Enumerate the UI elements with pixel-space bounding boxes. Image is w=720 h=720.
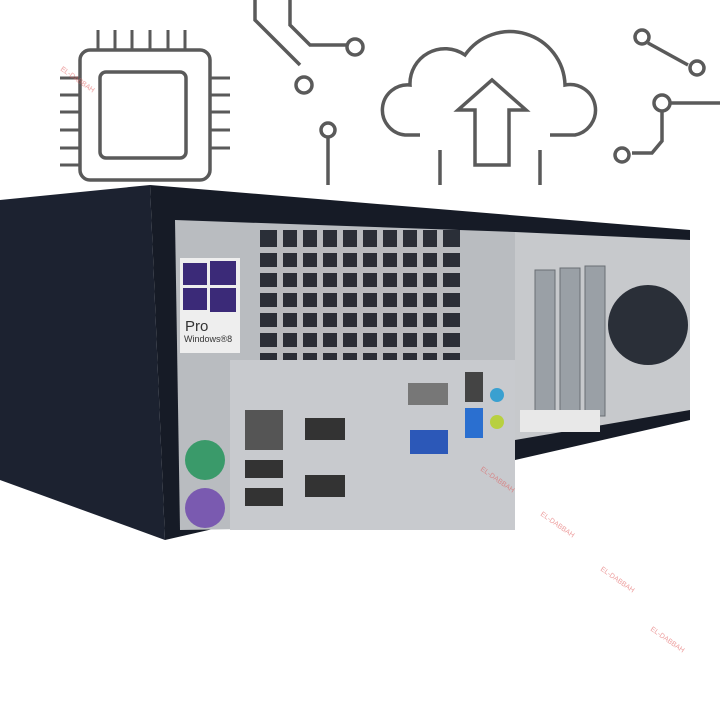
cpu-chip-icon [60,30,230,182]
sticker-edition: Pro [185,318,209,335]
svg-text:EL-DABBAH: EL-DABBAH [599,566,636,594]
ps2-mouse-port [185,488,225,528]
ethernet-port [245,410,283,450]
displayport [305,475,345,497]
vga-port [410,430,448,454]
circuit-trace-icon [253,0,720,185]
sticker-product: Windows®8 [184,334,233,344]
serial-label [520,410,600,432]
line-in-jack [490,388,504,402]
usb3-port [465,408,483,438]
svg-text:EL-DABBAH: EL-DABBAH [59,66,96,94]
cloud-upload-icon [380,29,598,185]
usb-port [465,372,483,402]
ps2-keyboard-port [185,440,225,480]
line-out-jack [490,415,504,429]
serial-port [408,383,448,405]
usb-port [245,460,283,478]
displayport [305,418,345,440]
svg-text:EL-DABBAH: EL-DABBAH [539,511,576,539]
windows-logo [183,261,236,312]
computer-chassis [0,185,690,540]
svg-text:EL-DABBAH: EL-DABBAH [649,626,686,654]
usb-port [245,488,283,506]
